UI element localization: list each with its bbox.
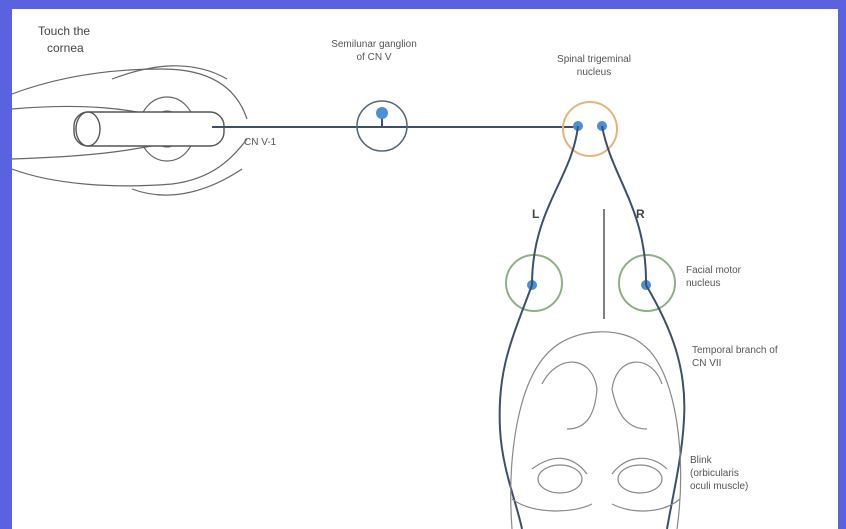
blink-label-line1: Blink xyxy=(690,455,712,467)
blink-label-line2: (orbicularis xyxy=(690,468,739,480)
cn-v1-label: CN V-1 xyxy=(244,137,276,149)
touch-label-line1: Touch the xyxy=(38,23,90,39)
temporal-label-line2: CN VII xyxy=(692,358,721,370)
spinal-label-line2: nucleus xyxy=(524,67,664,79)
face-sketch xyxy=(511,332,681,529)
right-side-label: R xyxy=(636,207,645,221)
facial-label-line2: nucleus xyxy=(686,278,720,290)
blink-label-line3: oculi muscle) xyxy=(690,481,748,493)
ganglion-neuron-dot xyxy=(376,107,388,119)
spinal-trigeminal-nucleus-circle xyxy=(563,102,617,156)
fiber-to-right-facial xyxy=(602,126,646,285)
left-side-label: L xyxy=(532,207,539,221)
cn-vii-right-branch xyxy=(646,285,684,529)
cn-vii-left-branch xyxy=(500,285,532,529)
touch-label-line2: cornea xyxy=(47,40,84,56)
swab-tool xyxy=(74,112,224,146)
facial-label-line1: Facial motor xyxy=(686,265,741,277)
spinal-label-line1: Spinal trigeminal xyxy=(524,54,664,66)
temporal-label-line1: Temporal branch of xyxy=(692,345,778,357)
ganglion-label-line2: of CN V xyxy=(304,52,444,64)
ganglion-label-line1: Semilunar ganglion xyxy=(304,39,444,51)
diagram-panel: Touch the cornea Semilunar ganglion of C… xyxy=(12,9,838,529)
fiber-to-left-facial xyxy=(532,126,578,285)
